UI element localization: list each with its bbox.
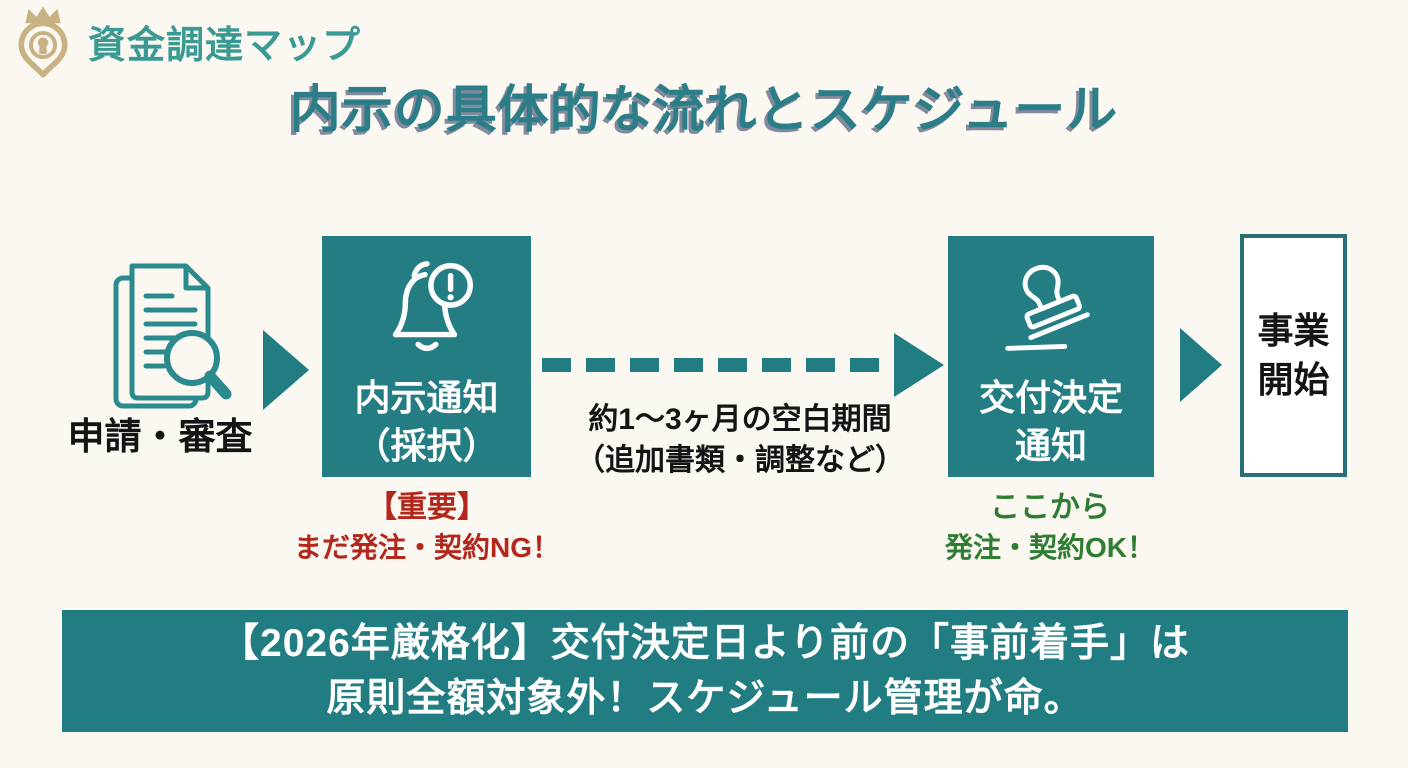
gap-period-label: 約1〜3ヶ月の空白期間 （追加書類・調整など） [540, 400, 940, 481]
step-kofu-box: 交付決定 通知 [948, 236, 1154, 477]
gap-period-line1: 約1〜3ヶ月の空白期間 [588, 403, 892, 436]
page-title: 内示の具体的な流れとスケジュール [289, 81, 1119, 138]
step-kofu-line2: 通知 [1014, 424, 1087, 466]
banner-line2: 原則全額対象外！スケジュール管理が命。 [326, 677, 1084, 720]
crown-map-pin-icon [18, 6, 68, 78]
ok-heading: ここから [990, 491, 1110, 524]
step-start-line1: 事業 [1257, 309, 1330, 351]
step-application-label: 申請・審査 [67, 416, 253, 457]
warning-heading: 【重要】 [367, 491, 487, 524]
brand-name: 資金調達マップ [88, 24, 362, 67]
dashed-arrow-icon [542, 330, 944, 400]
step-start-box: 事業 開始 [1240, 234, 1347, 477]
step-start-label: 事業 開始 [1257, 307, 1329, 404]
arrow-right-icon [263, 330, 309, 410]
banner-line1: 【2026年厳格化】交付決定日より前の「事前着手」は [220, 621, 1190, 665]
bottom-banner: 【2026年厳格化】交付決定日より前の「事前着手」は 原則全額対象外！スケジュー… [62, 610, 1348, 732]
ok-note: ここから 発注・契約OK！ [910, 488, 1190, 566]
ok-body: 発注・契約OK！ [944, 531, 1155, 563]
brand-logo: 資金調達マップ [10, 4, 361, 78]
gap-period-line2: （追加書類・調整など） [575, 443, 905, 477]
warning-note: 【重要】 まだ発注・契約NG！ [287, 488, 567, 566]
warning-body: まだ発注・契約NG！ [293, 531, 560, 563]
step-naiji-box: 内示通知 （採択） [322, 236, 531, 477]
arrow-right-icon [1180, 328, 1222, 402]
document-magnifier-icon [113, 263, 232, 409]
step-start-line2: 開始 [1257, 358, 1330, 400]
step-kofu-line1: 交付決定 [978, 377, 1123, 418]
step-naiji-line2: （採択） [354, 424, 499, 466]
stamp-icon [1005, 264, 1090, 351]
step-kofu-label: 交付決定 通知 [979, 374, 1123, 469]
bell-alert-icon [392, 261, 473, 352]
step-naiji-label: 内示通知 （採択） [354, 374, 498, 469]
step-naiji-line1: 内示通知 [354, 377, 499, 418]
